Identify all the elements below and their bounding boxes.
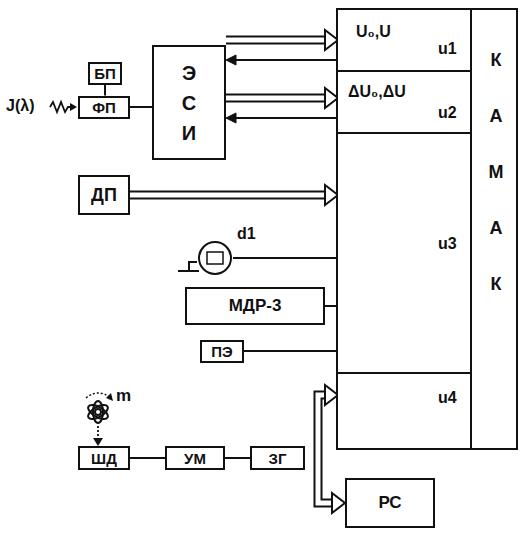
connector (226, 30, 338, 50)
wire (233, 257, 338, 259)
signal-label: J(λ) (6, 97, 34, 114)
wire (232, 59, 338, 61)
motor-symbol (197, 240, 233, 276)
amplifier-box: УМ (165, 446, 225, 470)
node-text: ФП (92, 99, 116, 116)
camac-module: u3 (338, 134, 472, 374)
connector (244, 351, 338, 352)
connector (226, 113, 338, 123)
computer-box: РС (345, 478, 435, 528)
camac-crate: К А М А К U₀,U u1ΔU₀,ΔU u2 u3 u4 (336, 8, 518, 450)
bus-line (226, 38, 327, 43)
bus-line (130, 193, 327, 198)
connector (130, 185, 338, 205)
bus-line (318, 395, 334, 503)
node-text: ШД (91, 450, 117, 467)
arrow-head (106, 393, 113, 401)
node-text: Э С И (179, 58, 199, 148)
rotor-figure (86, 401, 110, 423)
wire (225, 457, 250, 459)
wire (104, 85, 106, 96)
bus-line (226, 96, 327, 101)
part-label: m (116, 386, 131, 405)
node-text: u2 (438, 103, 457, 122)
bus-line (130, 191, 327, 200)
sensor-box: ДП (78, 175, 130, 215)
node-text: u3 (438, 234, 457, 253)
arrow-head (332, 493, 345, 513)
bus-line (226, 36, 327, 45)
electronics-box: Э С И (152, 45, 226, 160)
arrow-head (226, 55, 236, 65)
node-text: ДП (91, 185, 117, 206)
connector (226, 55, 338, 65)
camac-module: ΔU₀,ΔU u2 (338, 72, 472, 134)
node-text: УМ (184, 450, 206, 467)
bus-line (318, 395, 334, 503)
bus-line (226, 94, 327, 103)
connector (226, 88, 338, 108)
node-text: u1 (438, 39, 457, 58)
camac-module: u4 (338, 374, 472, 448)
arrow-head (70, 103, 77, 111)
node-text: ПЭ (211, 343, 232, 360)
node-text: d1 (237, 224, 256, 243)
node-text: ΔU₀,ΔU (348, 82, 406, 101)
connector (225, 458, 250, 459)
connector (130, 458, 165, 459)
node-text: РС (378, 493, 401, 513)
connector (105, 85, 106, 96)
motor: d1 (197, 240, 233, 276)
stepper-box: ШД (78, 446, 130, 470)
connector (130, 107, 152, 108)
node-text: ЗГ (269, 450, 287, 467)
wire (130, 457, 165, 459)
node-text: БП (94, 65, 116, 82)
drive-link (97, 426, 99, 439)
light-arrow (50, 102, 72, 112)
photodetector-box: ФП (78, 96, 130, 119)
wire (244, 350, 338, 352)
wire (232, 117, 338, 119)
arrow-head (93, 438, 103, 446)
node-text: U₀,U (356, 22, 391, 41)
monochromator-box: МДР-3 (185, 287, 325, 325)
element-box: ПЭ (200, 340, 244, 363)
wire (130, 106, 152, 108)
camac-module: U₀,U u1 (338, 10, 472, 72)
label-anchor: m (116, 386, 131, 406)
generator-box: ЗГ (250, 446, 305, 470)
connector (233, 258, 338, 259)
arrow-head (226, 113, 236, 123)
node-text: МДР-3 (229, 296, 282, 316)
power-supply-box: БП (88, 62, 122, 85)
node-text: u4 (438, 388, 457, 407)
node-text: К А М А К (487, 32, 505, 312)
label-anchor: J(λ) (6, 97, 34, 115)
ground-symbol (178, 262, 199, 271)
